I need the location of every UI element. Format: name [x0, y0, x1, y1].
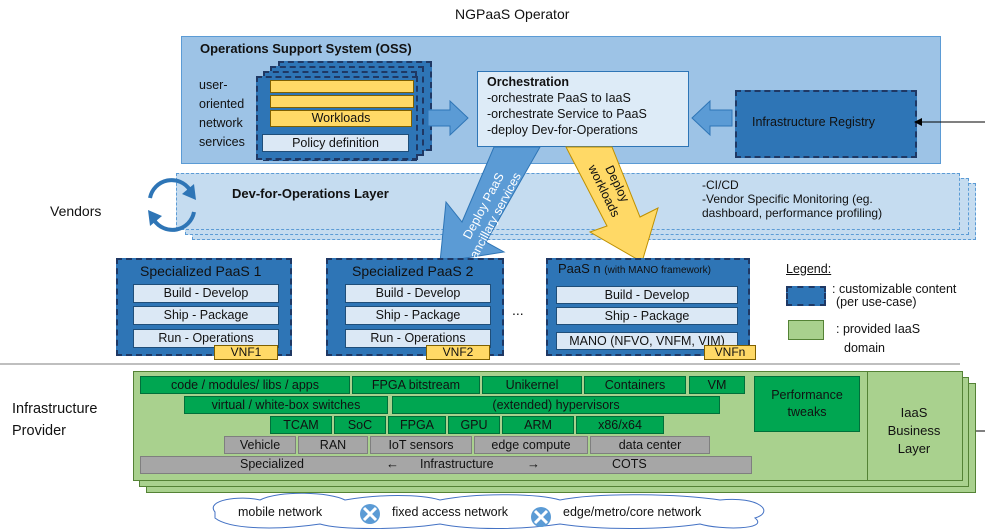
orchestration-line: -orchestrate Service to PaaS	[487, 107, 647, 121]
paas-row: Build - Develop	[133, 284, 279, 303]
iaas-cell: data center	[590, 436, 710, 454]
devops-notes: -CI/CD -Vendor Specific Monitoring (eg. …	[702, 178, 883, 220]
paas-row: Ship - Package	[133, 306, 279, 325]
diagram-title: NGPaaS Operator	[455, 6, 570, 22]
arrow-left-icon	[691, 99, 733, 137]
paas-title-2: Specialized PaaS 2	[352, 263, 474, 279]
paas-title-1: Specialized PaaS 1	[140, 263, 262, 279]
ellipsis: ...	[512, 302, 524, 318]
x-circle-icon	[360, 504, 380, 524]
iaas-cell: virtual / white-box switches	[184, 396, 388, 414]
legend-title: Legend:	[786, 262, 832, 276]
paas-row: Build - Develop	[345, 284, 491, 303]
x-circle-icon	[531, 507, 551, 527]
card-stripe-1	[270, 80, 414, 93]
iaas-cell: IoT sensors	[370, 436, 472, 454]
paas-row: Build - Develop	[556, 286, 738, 304]
spectrum-label-cots: COTS	[612, 457, 647, 471]
iaas-cell: Unikernel	[482, 376, 582, 394]
right-arrow-icon: →	[527, 456, 540, 471]
iaas-business-layer	[867, 371, 963, 481]
spectrum-label-infrastructure: Infrastructure	[420, 457, 494, 471]
paas-row: Run - Operations	[133, 329, 279, 348]
legend-provided-label: : provided IaaS domain	[836, 322, 921, 355]
devops-layer	[176, 173, 960, 230]
paas-title-n: PaaS n (with MANO framework)	[558, 261, 711, 276]
policy-definition-box: Policy definition	[262, 134, 409, 152]
orchestration-line: -orchestrate PaaS to IaaS	[487, 91, 631, 105]
vnf-badge: VNF1	[214, 345, 278, 360]
iaas-cell: TCAM	[270, 416, 332, 434]
iaas-cell: FPGA	[388, 416, 446, 434]
vnf-badge: VNF2	[426, 345, 490, 360]
infrastructure-spectrum-bar	[140, 456, 752, 474]
left-arrow-icon: ←	[386, 456, 399, 471]
legend-custom-swatch	[786, 286, 826, 306]
workloads-box: Workloads	[270, 110, 412, 127]
oss-title: Operations Support System (OSS)	[200, 41, 412, 56]
iaas-business-label: IaaS Business Layer	[887, 405, 941, 456]
infrastructure-registry-label: Infrastructure Registry	[752, 115, 875, 129]
iaas-cell: (extended) hypervisors	[392, 396, 720, 414]
legend-provided-swatch	[788, 320, 824, 340]
legend-custom-label: : customizable content (per use-case)	[832, 282, 957, 309]
spectrum-label-specialized: Specialized	[240, 457, 304, 471]
infrastructure-registry-box	[735, 90, 917, 158]
paas-row: Ship - Package	[345, 306, 491, 325]
performance-tweaks-box: Performance tweaks	[754, 376, 860, 432]
orchestration-box: Orchestration -orchestrate PaaS to IaaS …	[477, 71, 689, 147]
iaas-cell: x86/x64	[576, 416, 664, 434]
paas-row: MANO (NFVO, VNFM, VIM)	[556, 332, 738, 350]
deploy-workloads-arrow	[565, 146, 659, 263]
iaas-cell: RAN	[298, 436, 368, 454]
devops-title: Dev-for-Operations Layer	[232, 186, 389, 201]
network-cloud	[212, 492, 765, 529]
cycle-icon	[148, 178, 196, 232]
network-label-mobile: mobile network	[238, 505, 323, 519]
iaas-cell: edge compute	[474, 436, 588, 454]
network-label-fixed: fixed access network	[392, 505, 509, 519]
iaas-cell: FPGA bitstream	[352, 376, 480, 394]
orchestration-title: Orchestration	[487, 75, 569, 89]
deploy-paas-arrow	[439, 146, 541, 263]
vnf-badge: VNFn	[704, 345, 756, 360]
card-stripe-2	[270, 95, 414, 108]
user-services-label: user- oriented network services	[199, 78, 245, 149]
arrowhead-icon	[914, 118, 922, 126]
iaas-cell: code / modules/ libs / apps	[140, 376, 350, 394]
iaas-cell: Containers	[584, 376, 686, 394]
iaas-cell: Vehicle	[224, 436, 296, 454]
iaas-cell: ARM	[502, 416, 574, 434]
paas-row: Run - Operations	[345, 329, 491, 348]
orchestration-line: -deploy Dev-for-Operations	[487, 123, 638, 137]
iaas-cell: VM	[689, 376, 745, 394]
arrow-right-icon	[427, 99, 469, 137]
vendors-label: Vendors	[50, 203, 102, 219]
iaas-cell: GPU	[448, 416, 500, 434]
infrastructure-provider-label: Infrastructure Provider	[12, 401, 98, 439]
iaas-cell: SoC	[334, 416, 386, 434]
network-label-edge: edge/metro/core network	[563, 505, 702, 519]
paas-row: Ship - Package	[556, 307, 738, 325]
